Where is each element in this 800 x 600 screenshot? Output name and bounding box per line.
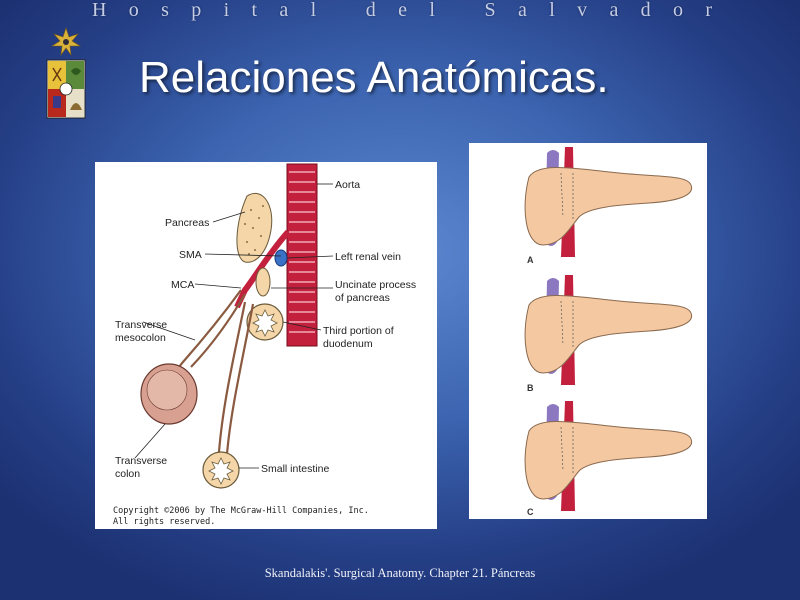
header-letter: p (191, 0, 202, 21)
transverse-colon (140, 363, 198, 425)
slide-caption: Skandalakis'. Surgical Anatomy. Chapter … (264, 566, 536, 580)
panel-label-a: A (527, 255, 534, 265)
label-third-portion-1: Third portion of (323, 325, 394, 337)
star-icon (50, 27, 82, 57)
label-uncinate-2: of pancreas (335, 292, 390, 304)
header-letter: H (92, 0, 107, 21)
pancreas-variants-figure: A B C (469, 143, 707, 519)
header-letter: l (549, 0, 555, 21)
variant-panel-a: A (524, 146, 693, 265)
variant-panel-c: C (524, 400, 693, 517)
label-uncinate-1: Uncinate process (335, 279, 416, 291)
label-aorta: Aorta (335, 179, 360, 191)
panel-label-b: B (527, 383, 534, 393)
header-letter: a (279, 0, 289, 21)
copyright-line-1: Copyright ©2006 by The McGraw-Hill Compa… (113, 506, 369, 516)
header-letter: r (705, 0, 712, 21)
header-letter: s (161, 0, 169, 21)
header-letter: l (429, 0, 435, 21)
small-bowel-mesentery (217, 301, 255, 455)
slide-title: Relaciones Anatómicas. (139, 53, 609, 102)
header-letter: o (672, 0, 683, 21)
label-left-renal-vein: Left renal vein (335, 251, 401, 263)
aorta-vessel (286, 163, 318, 347)
university-crest-logo (40, 26, 92, 122)
pancreas-organ (236, 192, 273, 263)
header-letter: a (518, 0, 527, 21)
label-mca: MCA (171, 279, 194, 291)
label-pancreas: Pancreas (165, 217, 209, 229)
header-space (457, 0, 462, 22)
variant-panel-b: B (524, 274, 693, 393)
left-renal-vein (274, 249, 288, 267)
header-letter: e (398, 0, 407, 21)
header-letter: t (251, 0, 258, 21)
header-letter: S (484, 0, 496, 21)
sagittal-anatomy-figure: Aorta Pancreas SMA Left renal vein MCA U… (95, 162, 437, 529)
label-transverse-mesocolon-1: Transverse (115, 319, 167, 331)
leader-lines (134, 183, 334, 469)
label-sma: SMA (179, 249, 202, 261)
label-small-intestine: Small intestine (261, 463, 329, 475)
transverse-mesocolon (174, 289, 246, 373)
copyright-line-2: All rights reserved. (113, 517, 215, 527)
sma-vessel (234, 229, 291, 309)
shield-icon (46, 59, 86, 119)
header-letter: o (128, 0, 139, 21)
label-third-portion-2: duodenum (323, 338, 373, 350)
crest-graphic (46, 27, 86, 119)
header-letter: a (609, 0, 619, 21)
label-transverse-colon-1: Transverse (115, 455, 167, 467)
panel-label-c: C (527, 507, 534, 517)
small-intestine (202, 451, 240, 489)
uncinate-process (255, 267, 271, 297)
hospital-header: H o s p i t a l d e l S a l v a d o r (92, 0, 712, 22)
header-letter: d (365, 0, 376, 21)
header-space (338, 0, 343, 22)
duodenum-third-portion (246, 303, 284, 341)
header-letter: i (223, 0, 230, 21)
header-letter: d (640, 0, 651, 21)
header-letter: l (310, 0, 317, 21)
label-transverse-mesocolon-2: mesocolon (115, 332, 166, 344)
label-transverse-colon-2: colon (115, 468, 140, 480)
header-letter: v (577, 0, 588, 21)
